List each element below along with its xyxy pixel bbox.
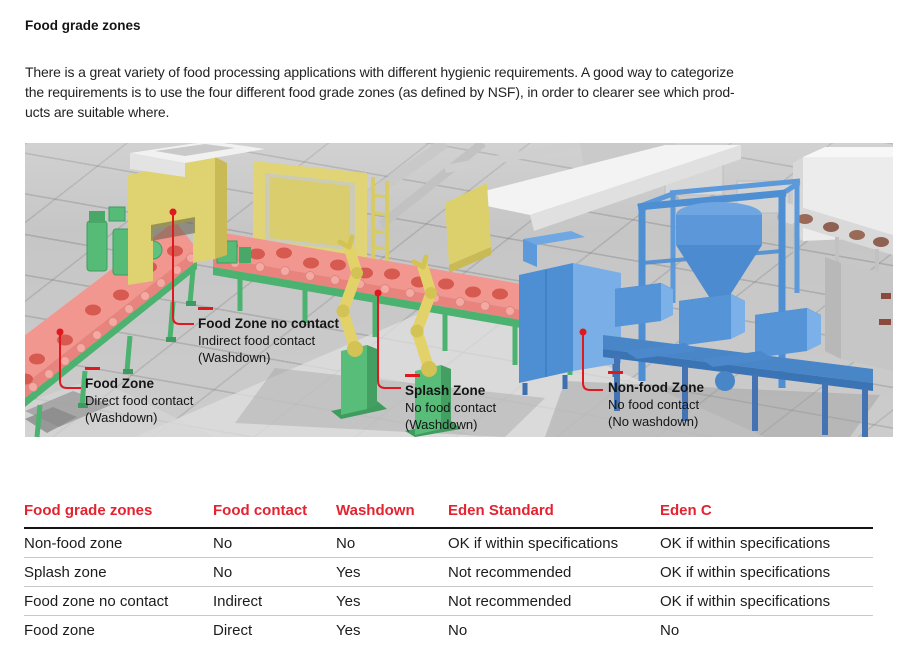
paragraph-line: ucts are suitable where.: [25, 104, 170, 120]
blue-gantry: [603, 178, 873, 437]
table-cell: Splash zone: [24, 557, 213, 587]
factory-scene-svg: [25, 143, 893, 437]
intro-paragraph: There is a great variety of food process…: [25, 62, 735, 122]
col-header: Food contact: [213, 502, 336, 529]
table-cell: OK if within specifications: [660, 557, 873, 587]
food-grade-zones-figure: Food Zone Direct food contact (Washdown)…: [25, 143, 893, 437]
col-header: Food grade zones: [24, 502, 213, 529]
table-cell: No: [213, 528, 336, 558]
frame-cabinet: [253, 161, 390, 263]
table-row: Food zone Direct Yes No No: [24, 616, 873, 645]
zone-line1: Direct food contact: [85, 393, 194, 408]
red-dash-icon: [198, 307, 213, 310]
table-cell: Indirect: [213, 586, 336, 616]
table-cell: Food zone: [24, 621, 95, 639]
zone-line2: (Washdown): [85, 410, 158, 425]
page-title: Food grade zones: [25, 18, 141, 33]
robot-1: [331, 234, 387, 419]
table-cell: No: [660, 621, 680, 639]
col-header: Eden C: [660, 502, 873, 529]
paragraph-line: There is a great variety of food process…: [25, 64, 734, 80]
zone-label-splash-zone: Splash Zone No food contact (Washdown): [405, 374, 496, 433]
zone-label-non-food-zone: Non-food Zone No food contact (No washdo…: [608, 371, 704, 430]
zone-title: Food Zone: [85, 376, 154, 391]
table-cell: OK if within specifications: [448, 528, 660, 558]
zone-line1: No food contact: [608, 397, 700, 412]
leader-lines: [56, 208, 603, 391]
white-tunnel: [445, 145, 741, 273]
table-cell: No: [336, 528, 448, 558]
zone-line2: (Washdown): [405, 417, 478, 432]
table-cell: OK if within specifications: [660, 586, 873, 616]
zone-title: Food Zone no contact: [198, 316, 339, 331]
col-header: Eden Standard: [448, 502, 660, 529]
zone-line1: Indirect food contact: [198, 333, 316, 348]
zone-line2: (Washdown): [198, 350, 271, 365]
red-dash-icon: [608, 371, 623, 374]
zone-label-food-zone: Food Zone Direct food contact (Washdown): [85, 367, 193, 426]
table-cell: Yes: [336, 586, 448, 616]
red-dash-icon: [405, 374, 420, 377]
zone-label-food-zone-no-contact: Food Zone no contact Indirect food conta…: [198, 307, 339, 366]
left-conveyor: [25, 221, 197, 437]
table-cell: Non-food zone: [24, 528, 213, 558]
table-row: Non-food zone No No OK if within specifi…: [24, 528, 873, 558]
paragraph-line: the requirements is to use the four diff…: [25, 84, 735, 100]
table-row: Splash zone No Yes Not recommended OK if…: [24, 557, 873, 587]
blue-cabinet: [519, 231, 621, 395]
red-dash-icon: [85, 367, 100, 370]
zone-title: Non-food Zone: [608, 380, 704, 395]
robot-2: [405, 254, 461, 437]
col-header: Washdown: [336, 502, 448, 529]
floor-highlight: [25, 298, 880, 437]
zone-line1: No food contact: [405, 400, 497, 415]
zone-line2: (No washdown): [608, 414, 699, 429]
table-header-row: Food grade zones Food contact Washdown E…: [24, 502, 873, 529]
washdown-enclosure: [128, 143, 265, 285]
food-grade-zones-table: Food grade zones Food contact Washdown E…: [24, 502, 873, 644]
table-cell: Food zone no contact: [24, 586, 213, 616]
table-cell: No: [213, 557, 336, 587]
table-cell: Yes: [336, 621, 361, 639]
table-cell: Not recommended: [448, 557, 660, 587]
table-cell: Not recommended: [448, 586, 660, 616]
table-cell: Direct: [213, 621, 253, 639]
table-cell: OK if within specifications: [660, 528, 873, 558]
table-row: Food zone no contact Indirect Yes Not re…: [24, 586, 873, 616]
table-cell: Yes: [336, 557, 448, 587]
zone-title: Splash Zone: [405, 383, 486, 398]
table-cell: No: [448, 621, 468, 639]
